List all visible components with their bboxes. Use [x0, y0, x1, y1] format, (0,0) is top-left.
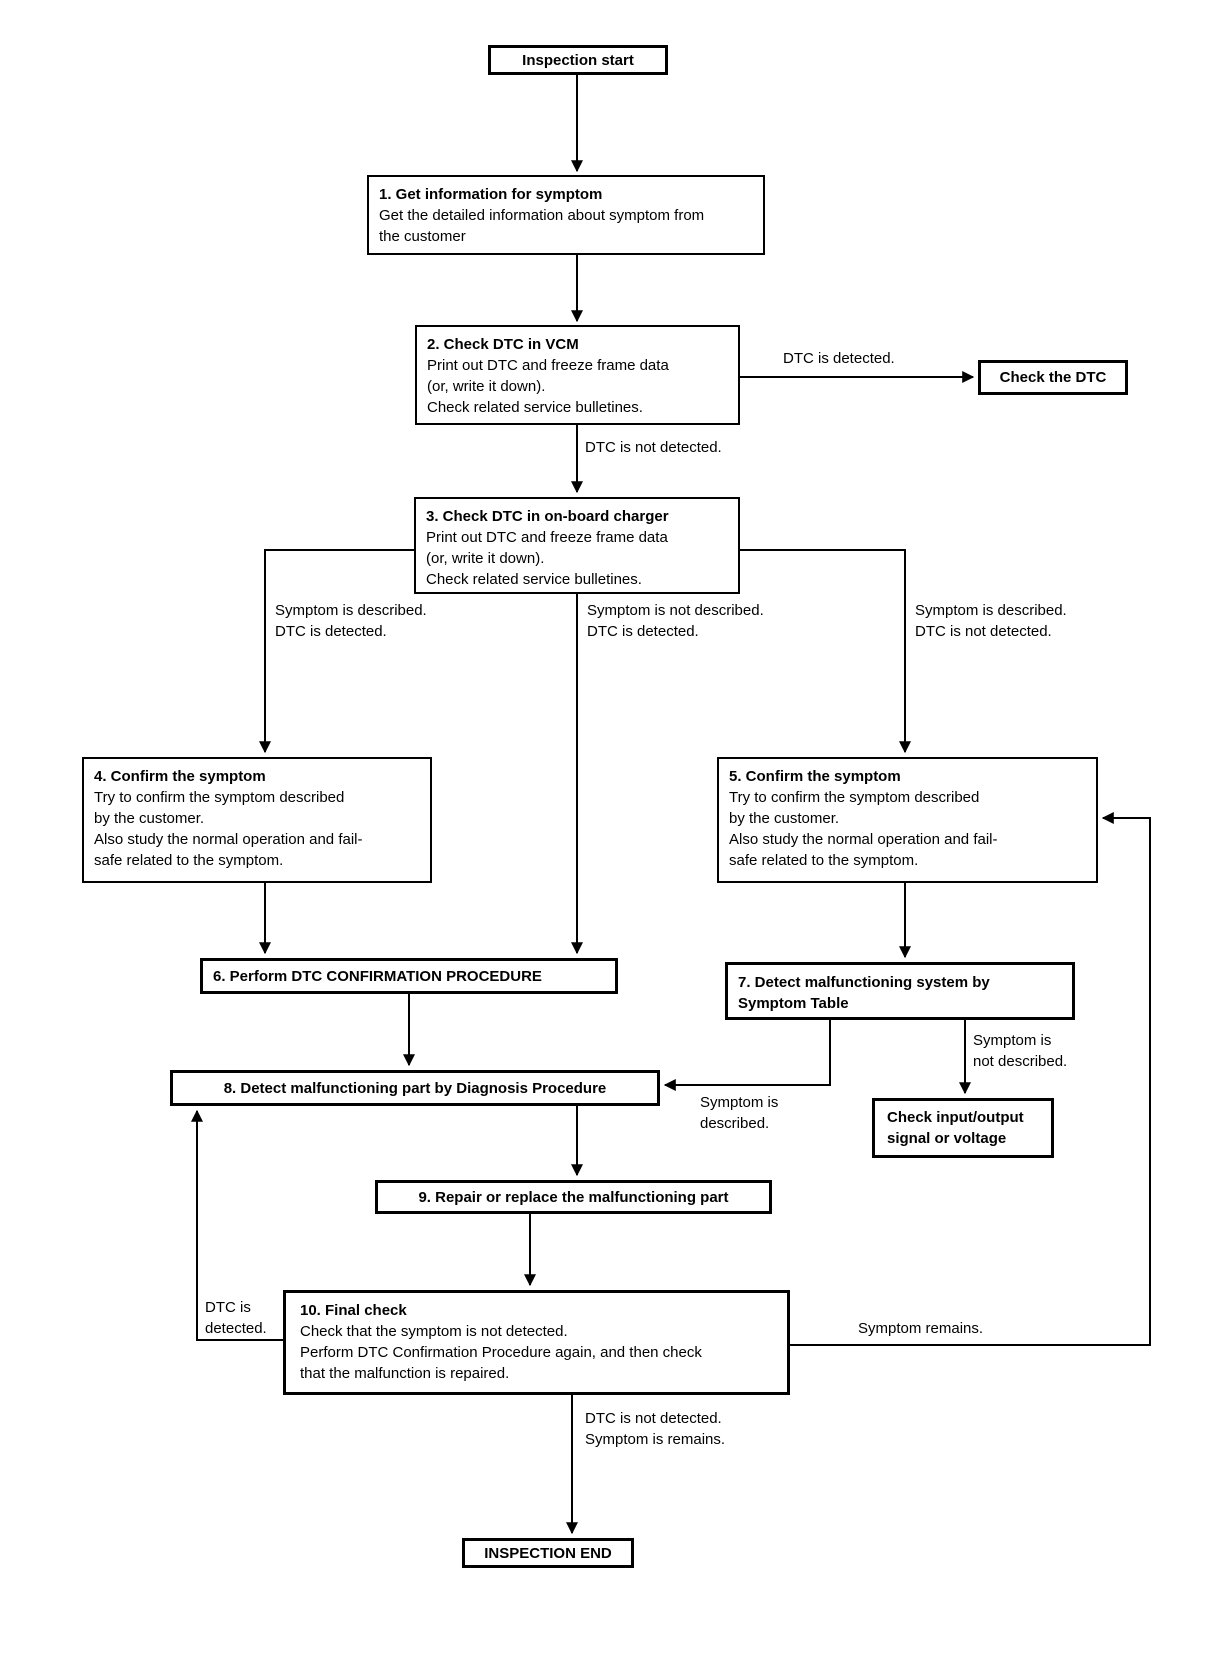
node-step10: 10. Final check Check that the symptom i… [283, 1290, 790, 1395]
edge-label-symptom-described: Symptom is described. [700, 1094, 779, 1132]
node-step1-body: Get the detailed information about sympt… [379, 207, 705, 245]
node-step2: 2. Check DTC in VCM Print out DTC and fr… [415, 325, 740, 425]
node-step4-title: 4. Confirm the symptom [94, 768, 266, 785]
edge-label-branch-left: Symptom is described. DTC is detected. [275, 602, 427, 640]
edge-label-branch-right: Symptom is described. DTC is not detecte… [915, 602, 1067, 640]
node-step9: 9. Repair or replace the malfunctioning … [375, 1180, 772, 1214]
edge-label-end-condition: DTC is not detected. Symptom is remains. [585, 1410, 726, 1448]
node-step3: 3. Check DTC in on-board charger Print o… [414, 497, 740, 594]
edge-label-loop-dtc-detected: DTC is detected. [205, 1299, 267, 1337]
node-step6-label: 6. Perform DTC CONFIRMATION PROCEDURE [213, 967, 542, 985]
edge-step3-to-step4 [259, 549, 414, 754]
node-step7: 7. Detect malfunctioning system by Sympt… [725, 962, 1075, 1020]
node-step8-label: 8. Detect malfunctioning part by Diagnos… [223, 1079, 607, 1097]
node-step1-title: 1. Get information for symptom [379, 186, 603, 203]
node-step2-title: 2. Check DTC in VCM [427, 336, 579, 353]
node-step2-body: Print out DTC and freeze frame data (or,… [427, 357, 669, 416]
node-inspection-end-label: INSPECTION END [484, 1544, 612, 1562]
node-check-the-dtc: Check the DTC [978, 360, 1128, 395]
node-inspection-start-label: Inspection start [522, 51, 634, 69]
edge-step7-to-step8 [663, 1020, 831, 1091]
node-check-input-output: Check input/output signal or voltage [872, 1098, 1054, 1158]
edge-label-branch-mid: Symptom is not described. DTC is detecte… [587, 602, 764, 640]
node-step5-title: 5. Confirm the symptom [729, 768, 901, 785]
node-step8: 8. Detect malfunctioning part by Diagnos… [170, 1070, 660, 1106]
node-step4: 4. Confirm the symptom Try to confirm th… [82, 757, 432, 883]
edge-label-dtc-not-detected: DTC is not detected. [585, 439, 722, 456]
edge-label-symptom-remains: Symptom remains. [858, 1320, 984, 1337]
node-step4-body: Try to confirm the symptom described by … [94, 789, 363, 869]
node-step9-label: 9. Repair or replace the malfunctioning … [418, 1188, 729, 1206]
node-check-input-output-label: Check input/output signal or voltage [887, 1109, 1024, 1147]
node-step5: 5. Confirm the symptom Try to confirm th… [717, 757, 1098, 883]
node-step3-title: 3. Check DTC in on-board charger [426, 508, 669, 525]
node-step1: 1. Get information for symptom Get the d… [367, 175, 765, 255]
edge-step3-to-step5 [740, 549, 911, 754]
node-step5-body: Try to confirm the symptom described by … [729, 789, 998, 869]
edge-step10-loop-to-step5 [790, 812, 1151, 1346]
edge-label-symptom-not-described: Symptom is not described. [973, 1032, 1068, 1070]
node-step3-body: Print out DTC and freeze frame data (or,… [426, 529, 668, 588]
node-step10-body: Check that the symptom is not detected. … [300, 1323, 702, 1382]
node-inspection-end: INSPECTION END [462, 1538, 634, 1568]
node-inspection-start: Inspection start [488, 45, 668, 75]
node-check-the-dtc-label: Check the DTC [999, 369, 1107, 386]
node-step10-title: 10. Final check [300, 1302, 407, 1319]
node-step7-title: 7. Detect malfunctioning system by Sympt… [738, 974, 990, 1012]
node-step6: 6. Perform DTC CONFIRMATION PROCEDURE [200, 958, 618, 994]
edge-label-dtc-detected: DTC is detected. [783, 350, 895, 367]
